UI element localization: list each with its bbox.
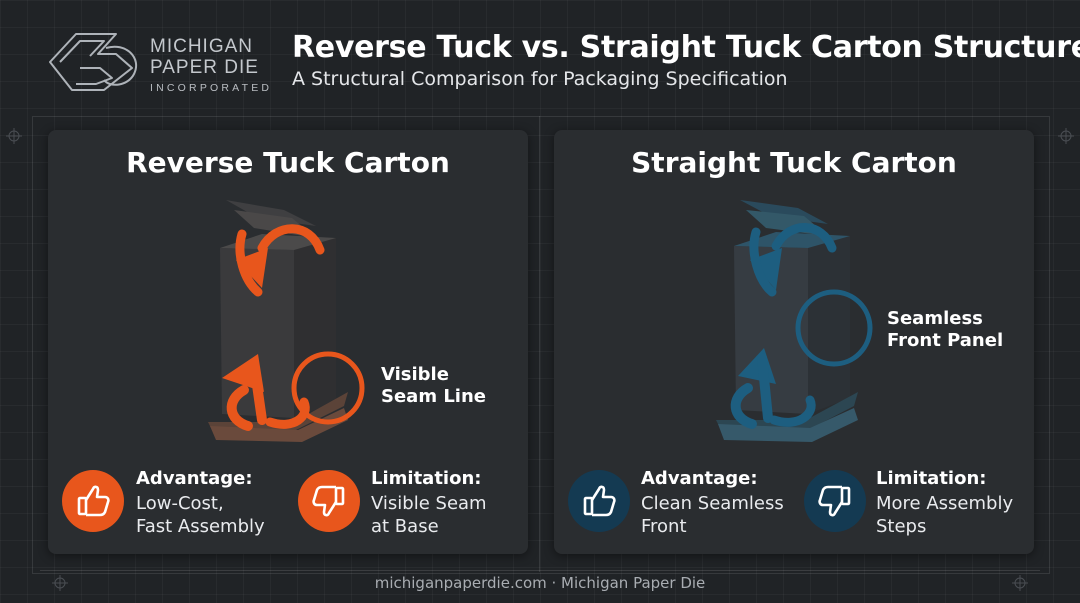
- advantage-text: Clean Seamless Front: [641, 492, 784, 538]
- limitation-line-1: Visible Seam: [371, 493, 487, 514]
- limitation-text: More Assembly Steps: [876, 492, 1013, 538]
- crosshair-icon: [6, 128, 22, 144]
- reverse-tuck-panel: Reverse Tuck Carton Visible Seam Line: [48, 130, 528, 554]
- thumbs-down-icon: [818, 485, 851, 517]
- advantage-label: Advantage:: [136, 468, 253, 489]
- callout-line-1: Visible: [381, 364, 449, 385]
- limitation-badge: [804, 470, 866, 532]
- crosshair-icon: [52, 575, 68, 591]
- panel-title: Straight Tuck Carton: [631, 146, 957, 179]
- advantage-line-1: Clean Seamless: [641, 493, 784, 514]
- advantage-line-2: Fast Assembly: [136, 516, 265, 537]
- advantage-badge: [62, 470, 124, 532]
- frame-bottom-line: [40, 570, 1040, 571]
- callout-line-2: Front Panel: [887, 330, 1004, 351]
- callout-line-1: Seamless: [887, 308, 983, 329]
- thumbs-down-icon: [312, 485, 345, 517]
- limitation-text: Visible Seam at Base: [371, 492, 487, 538]
- limitation-line-2: at Base: [371, 516, 439, 537]
- advantage-line-2: Front: [641, 516, 687, 537]
- reverse-tuck-carton-illustration: [208, 200, 365, 442]
- panel-title: Reverse Tuck Carton: [126, 146, 450, 179]
- straight-tuck-carton-illustration: [716, 200, 873, 442]
- limitation-badge: [298, 470, 360, 532]
- blueprint-frame: [32, 116, 1050, 574]
- seamless-front-callout: Seamless Front Panel: [887, 308, 1003, 352]
- michigan-paper-die-logo: [49, 33, 137, 91]
- page-subtitle: A Structural Comparison for Packaging Sp…: [292, 68, 788, 90]
- advantage-line-1: Low-Cost,: [136, 493, 224, 514]
- limitation-label: Limitation:: [876, 468, 987, 489]
- limitation-label: Limitation:: [371, 468, 482, 489]
- thumbs-up-icon: [583, 485, 616, 517]
- visible-seam-callout: Visible Seam Line: [381, 364, 486, 408]
- advantage-text: Low-Cost, Fast Assembly: [136, 492, 265, 538]
- limitation-line-1: More Assembly: [876, 493, 1014, 514]
- advantage-badge: [568, 470, 630, 532]
- advantage-label: Advantage:: [641, 468, 758, 489]
- crosshair-icon: [1058, 128, 1074, 144]
- straight-tuck-panel: Straight Tuck Carton Seamless Front Pane…: [554, 130, 1034, 554]
- brand-line-1: MICHIGAN: [150, 36, 253, 57]
- brand-line-3: INCORPORATED: [150, 82, 273, 94]
- page-title: Reverse Tuck vs. Straight Tuck Carton St…: [292, 30, 1080, 65]
- limitation-line-2: Steps: [876, 516, 927, 537]
- crosshair-icon: [1012, 575, 1028, 591]
- brand-wordmark: MICHIGAN PAPER DIE INCORPORATED: [150, 36, 272, 94]
- thumbs-up-icon: [77, 485, 110, 517]
- frame-divider: [539, 116, 540, 572]
- brand-line-2: PAPER DIE: [150, 57, 259, 78]
- header: MICHIGAN PAPER DIE INCORPORATED Reverse …: [0, 0, 1080, 112]
- footer-credit: michiganpaperdie.com · Michigan Paper Di…: [374, 574, 706, 592]
- callout-line-2: Seam Line: [381, 386, 487, 407]
